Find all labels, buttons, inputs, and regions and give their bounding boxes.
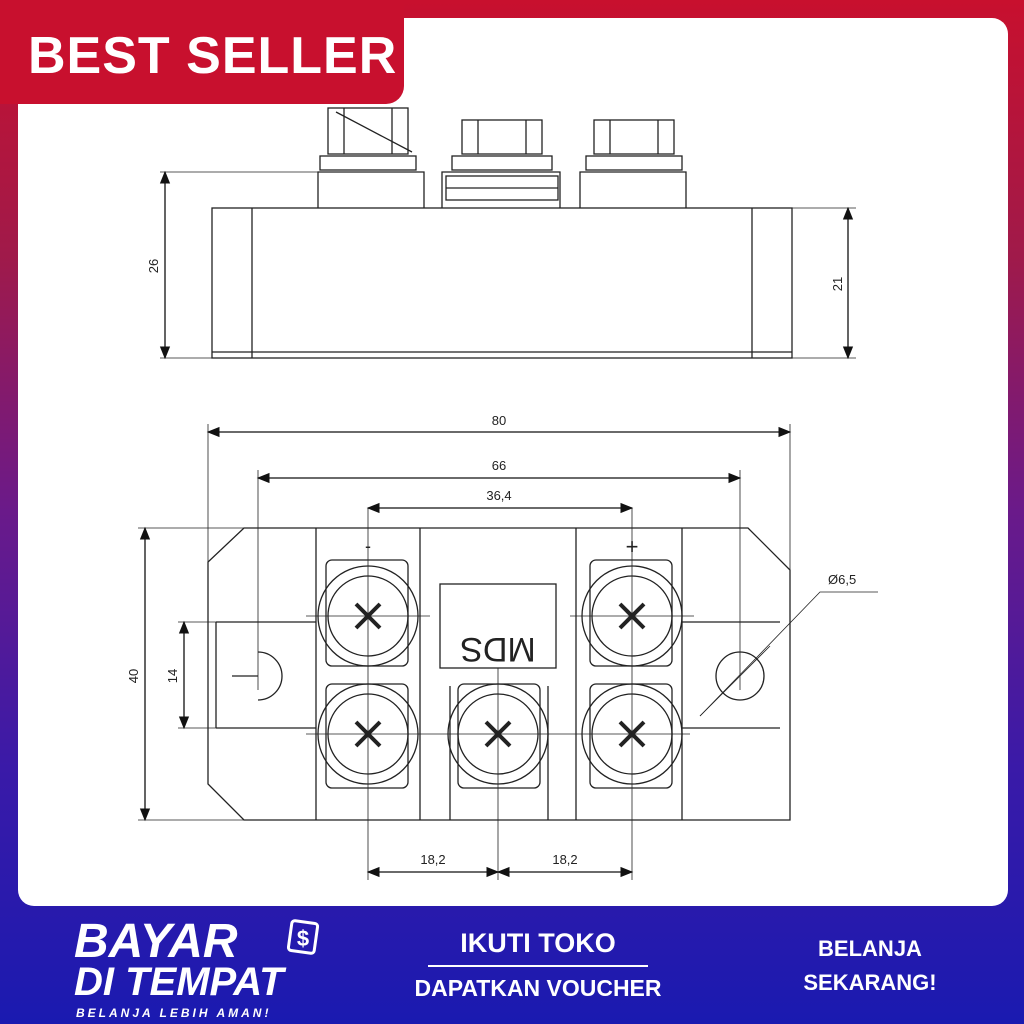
side-view (211, 107, 793, 359)
top-view (207, 508, 791, 880)
dim-height-total: 40 (126, 669, 141, 683)
dim-side-height-body: 21 (830, 277, 845, 291)
best-seller-label: BEST SELLER (28, 27, 398, 85)
dim-width-mount: 66 (492, 458, 506, 473)
svg-text:$: $ (297, 926, 309, 951)
shop-now-line2: SEKARANG! (803, 970, 937, 995)
dim-side-height-total: 26 (146, 259, 161, 273)
voucher-label: DAPATKAN VOUCHER (414, 975, 662, 1001)
follow-store-button[interactable]: IKUTI TOKO DAPATKAN VOUCHER (408, 928, 668, 1002)
dim-slot-height: 14 (165, 669, 180, 683)
follow-store-label: IKUTI TOKO (460, 928, 616, 958)
dim-pitch-right: 18,2 (552, 852, 577, 867)
best-seller-badge: BEST SELLER (0, 0, 404, 104)
shop-now-line1: BELANJA (818, 936, 922, 961)
terminal-minus-sign: - (365, 536, 371, 556)
follow-divider (428, 965, 648, 967)
dim-width-total: 80 (492, 413, 506, 428)
module-label: MDS (460, 630, 536, 668)
dim-pitch-left: 18,2 (420, 852, 445, 867)
cod-title: BAYAR (74, 915, 238, 968)
product-image-panel: 26 21 80 66 36,4 40 14 Ø6,5 18,2 18,2 MD… (18, 18, 1008, 906)
dim-hole-diameter: Ø6,5 (828, 572, 856, 587)
cod-tagline: BELANJA LEBIH AMAN! (76, 1006, 272, 1020)
shop-now-button[interactable]: BELANJA SEKARANG! (770, 932, 970, 1000)
promo-footer: BAYAR $ DI TEMPAT BELANJA LEBIH AMAN! IK… (0, 906, 1024, 1024)
technical-drawing: 26 21 80 66 36,4 40 14 Ø6,5 18,2 18,2 MD… (126, 107, 878, 880)
cod-subtitle: DI TEMPAT (74, 960, 284, 1004)
terminal-plus-sign: + (626, 534, 639, 559)
money-hand-icon: $ (286, 919, 320, 955)
dim-width-terminals: 36,4 (486, 488, 511, 503)
